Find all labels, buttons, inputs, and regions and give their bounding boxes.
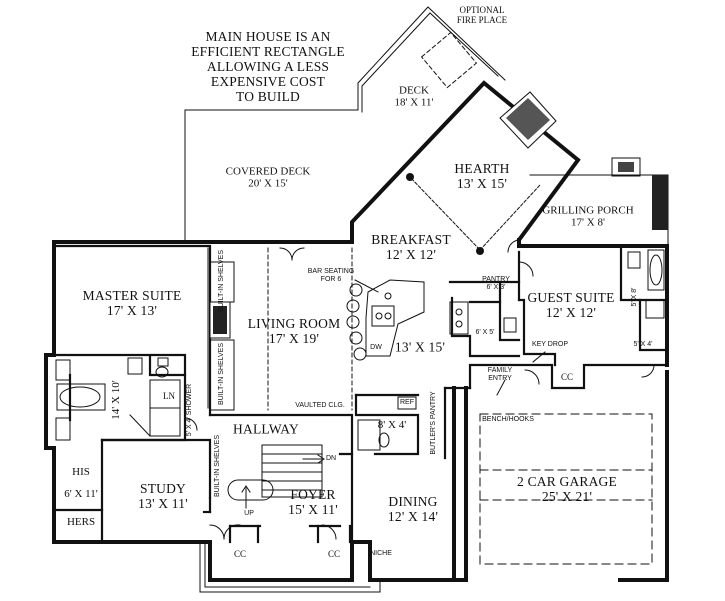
- fireplace-line-1: OPTIONAL: [459, 4, 505, 15]
- bench-hooks-label: BENCH/HOOKS: [482, 416, 534, 424]
- key-drop-label: KEY DROP: [531, 341, 569, 349]
- breakfast-size: 12' X 12': [385, 247, 437, 262]
- dishwasher-label: DW: [370, 344, 382, 352]
- vaulted-ceiling-label: VAULTED CLG.: [295, 402, 345, 410]
- coat-closet-left-label: CC: [233, 548, 247, 559]
- covered-deck-label: COVERED DECK 20' X 15': [226, 166, 311, 191]
- deck-size: 18' X 11': [394, 97, 434, 109]
- plan-details: [55, 6, 669, 593]
- closet-6x5-label: 6' X 5': [475, 329, 495, 337]
- bar-seating-label: BAR SEATING FOR 6: [308, 268, 355, 284]
- family-entry-line-1: FAMILY: [487, 367, 513, 375]
- shower-label: 5' X 4' SHOWER: [186, 383, 194, 437]
- grilling-porch-name: GRILLING PORCH: [542, 204, 634, 217]
- columns: [406, 173, 484, 255]
- deck-label: DECK 18' X 11': [395, 85, 434, 110]
- pantry-size: 6' X 3': [486, 284, 506, 291]
- note-line-5: TO BUILD: [236, 89, 300, 105]
- grilling-porch-size: 17' X 8': [571, 217, 605, 229]
- guest-suite-size: 12' X 12': [545, 305, 597, 320]
- built-in-shelves-lower: BUILT-IN SHELVES: [218, 343, 226, 405]
- closet-size-label: 6' X 11': [64, 487, 98, 500]
- linen-label: LN: [163, 390, 175, 401]
- optional-fireplace-label: OPTIONAL FIRE PLACE: [457, 5, 507, 25]
- exterior-walls: [44, 80, 669, 582]
- hearth-label: HEARTH 13' X 15': [454, 161, 509, 191]
- niche-label: NICHE: [370, 550, 392, 558]
- pantry-name: PANTRY: [482, 276, 510, 284]
- guest-suite-label: GUEST SUITE 12' X 12': [527, 290, 614, 320]
- dining-size: 12' X 14': [387, 509, 439, 524]
- note-line-4: EXPENSIVE COST: [210, 74, 326, 90]
- covered-deck-size: 20' X 15': [248, 178, 288, 190]
- butlers-pantry-label: BUTLER'S PANTRY: [430, 391, 438, 455]
- study-size: 13' X 11': [138, 496, 188, 511]
- foyer-label: FOYER 15' X 11': [288, 487, 338, 517]
- built-in-shelves-upper: BUILT-IN SHELVES: [218, 250, 226, 312]
- powder-size-label: 8' X 4': [377, 418, 407, 431]
- hers-label: HERS: [66, 515, 96, 528]
- dining-name: DINING: [388, 493, 438, 509]
- garage-size: 25' X 21': [541, 489, 593, 504]
- design-note: MAIN HOUSE IS AN EFFICIENT RECTANGLE ALL…: [191, 29, 345, 105]
- living-room-name: LIVING ROOM: [247, 315, 341, 331]
- deck-name: DECK: [399, 84, 429, 97]
- master-suite-label: MASTER SUITE 17' X 13': [83, 288, 182, 318]
- dining-label: DINING 12' X 14': [388, 494, 438, 524]
- breakfast-label: BREAKFAST 12' X 12': [371, 232, 451, 262]
- refrigerator-label: REF: [400, 399, 414, 407]
- hallway-label: HALLWAY: [233, 421, 299, 437]
- his-label: HIS: [72, 465, 90, 478]
- master-bath-size: 14' X 10': [109, 380, 122, 420]
- living-room-size: 17' X 19': [268, 331, 320, 346]
- garage-coat-closet-label: CC: [560, 371, 574, 382]
- built-in-shelves-study: BUILT-IN SHELVES: [214, 435, 222, 497]
- stairs-down-label: DN: [325, 455, 337, 463]
- guest-suite-name: GUEST SUITE: [527, 289, 615, 305]
- hearth-size: 13' X 15': [456, 176, 508, 191]
- garage-name: 2 CAR GARAGE: [517, 473, 617, 489]
- family-entry-label: FAMILY ENTRY: [488, 367, 512, 383]
- foyer-size: 15' X 11': [288, 502, 338, 517]
- garage-label: 2 CAR GARAGE 25' X 21': [517, 474, 617, 504]
- foyer-name: FOYER: [290, 486, 336, 502]
- stairs-up-label: UP: [244, 510, 254, 518]
- coat-closet-right-label: CC: [327, 548, 341, 559]
- master-suite-size: 17' X 13': [106, 303, 158, 318]
- note-line-2: EFFICIENT RECTANGLE: [191, 44, 345, 60]
- study-name: STUDY: [139, 480, 187, 496]
- grilling-porch-label: GRILLING PORCH 17' X 8': [542, 205, 633, 230]
- family-entry-line-2: ENTRY: [488, 375, 512, 382]
- fireplace-line-2: FIRE PLACE: [456, 15, 508, 25]
- bar-seating-line-1: BAR SEATING: [307, 268, 355, 276]
- bar-seating-line-2: FOR 6: [320, 276, 342, 283]
- kitchen-size-label: 13' X 15': [394, 339, 446, 355]
- study-label: STUDY 13' X 11': [138, 481, 188, 511]
- hearth-name: HEARTH: [454, 160, 510, 176]
- guest-bath-size: 5' X 8': [631, 287, 639, 307]
- master-suite-name: MASTER SUITE: [82, 287, 182, 303]
- covered-deck-name: COVERED DECK: [225, 165, 311, 178]
- guest-closet-size: 5' X 4': [633, 341, 653, 349]
- pantry-label: PANTRY 6' X 3': [482, 276, 510, 292]
- note-line-1: MAIN HOUSE IS AN: [205, 29, 331, 45]
- interior-walls: [52, 244, 669, 544]
- breakfast-name: BREAKFAST: [371, 231, 451, 247]
- note-line-3: ALLOWING A LESS: [206, 59, 330, 75]
- living-room-label: LIVING ROOM 17' X 19': [248, 316, 341, 346]
